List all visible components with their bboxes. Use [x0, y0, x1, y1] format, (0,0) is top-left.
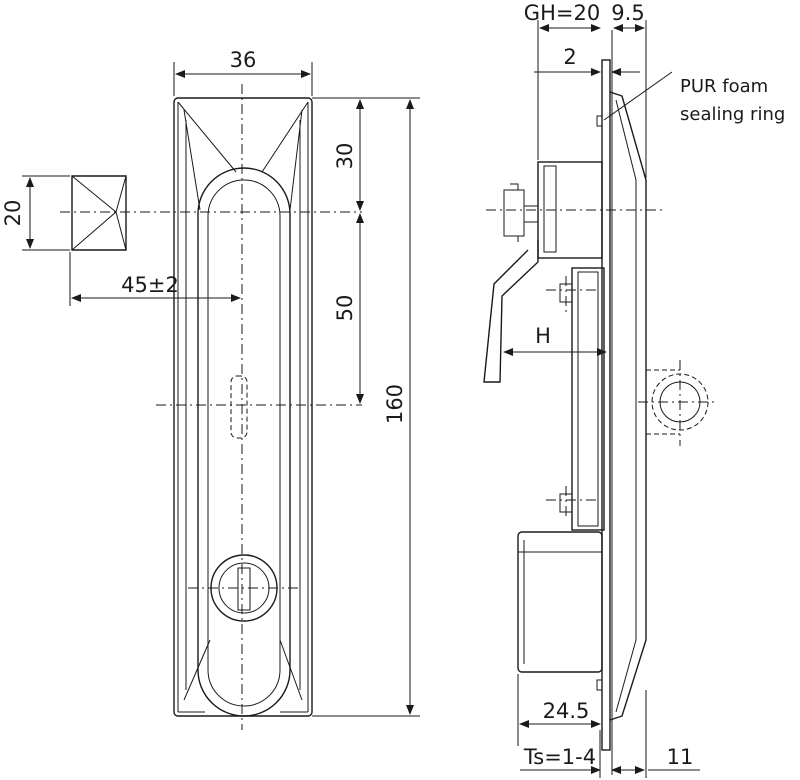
dim-side-top: 9.5	[611, 1, 644, 25]
handle-outer	[197, 167, 291, 717]
dim-front-top: 30	[333, 143, 357, 170]
note-seal-line1: PUR foam	[680, 76, 768, 97]
dim-side-bottom: 24.5	[543, 699, 590, 723]
handle-inner	[207, 179, 281, 707]
handle-slot	[230, 375, 248, 439]
dim-front-width: 36	[230, 48, 257, 72]
dim-lever-height: 20	[1, 200, 25, 227]
door-panel	[601, 59, 611, 751]
dim-front-total: 160	[383, 384, 407, 424]
screw-upper-nut	[559, 283, 573, 303]
dim-front-mid: 50	[333, 295, 357, 322]
side-view: GH=20 9.5 2 PUR foam sealing ring H 24.5…	[483, 1, 785, 778]
bezel-profile	[609, 91, 647, 721]
dim-side-gh: GH=20	[524, 1, 600, 25]
dim-lever-offset: 45±2	[121, 273, 179, 297]
seal-leader	[603, 71, 673, 121]
front-bezel	[173, 97, 313, 717]
dim-side-eleven: 11	[667, 745, 694, 769]
dim-side-h: H	[535, 324, 551, 348]
lower-box	[517, 531, 603, 673]
lock-key-slot	[237, 567, 251, 611]
dim-side-ts: Ts=1-4	[523, 745, 596, 769]
front-view: 36 20 45±2 30 50 160	[1, 48, 420, 730]
screw-lower-nut	[559, 493, 573, 513]
lever-facets	[71, 175, 127, 251]
note-seal-line2: sealing ring	[680, 104, 785, 125]
upper-screw	[503, 183, 525, 242]
pur-sealing-ring	[596, 115, 603, 127]
cam-arm	[483, 240, 539, 383]
dim-side-two: 2	[563, 45, 576, 69]
lever	[71, 175, 127, 251]
lock-housing	[571, 267, 605, 531]
